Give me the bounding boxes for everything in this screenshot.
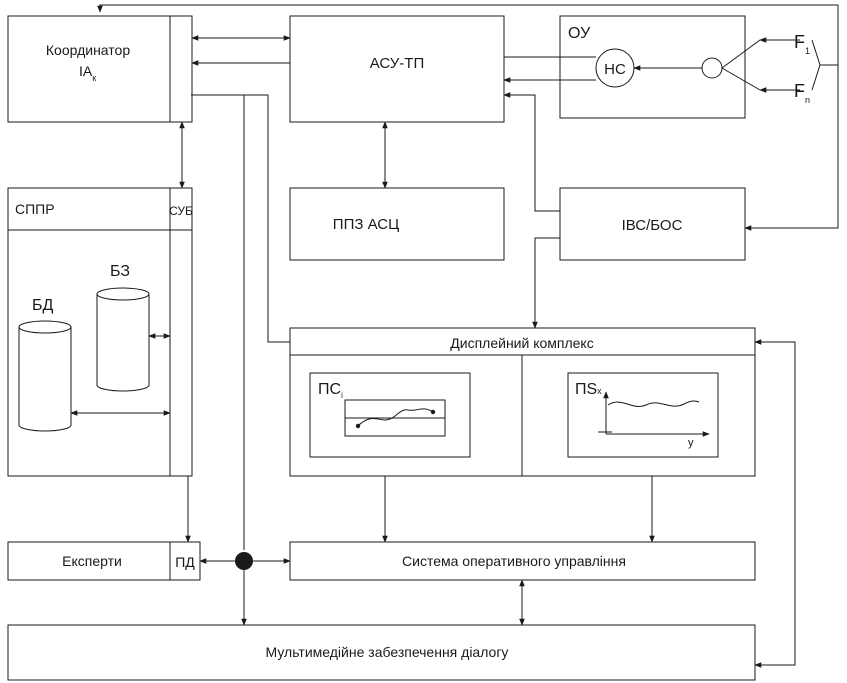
sensor-node	[701, 57, 723, 79]
ivs-bos-block	[559, 187, 746, 261]
sppr-block	[7, 187, 193, 477]
ppz-asc-block	[289, 187, 505, 261]
display-complex-label: Дисплейний комплекс	[450, 335, 593, 351]
f1-label: F1	[794, 32, 810, 56]
pd-label: ПД	[175, 554, 195, 570]
asu-tp-label: АСУ-ТП	[370, 55, 424, 72]
ps-s-label: ПSx	[575, 381, 602, 398]
asu-tp-block	[289, 15, 505, 123]
multimedia-label: Мультимедійне забезпечення діалогу	[266, 644, 509, 660]
ps-s-trend-line	[607, 400, 700, 407]
coordinator-label: Координатор	[46, 42, 130, 58]
ps-i-trend-line	[357, 408, 434, 427]
bd-cylinder	[18, 320, 72, 432]
ps-i-label: ПСi	[318, 381, 343, 400]
sub-label: СУБ	[169, 204, 193, 218]
hc-label: НС	[604, 61, 626, 78]
ps-i-panel	[309, 372, 471, 458]
sppr-label: СППР	[15, 201, 55, 217]
f-brace	[811, 39, 821, 91]
bz-label: БЗ	[110, 263, 130, 280]
axis-y-label: y	[688, 437, 694, 449]
bz-cylinder	[96, 287, 150, 392]
ivs-bos-label: IВС/БОС	[622, 217, 683, 234]
ou-label: ОУ	[568, 25, 591, 42]
coordinator-block	[7, 15, 193, 123]
ps-s-panel	[567, 372, 719, 458]
coordinator-ia-label: IAк	[79, 63, 96, 83]
bd-label: БД	[32, 297, 54, 314]
experts-label: Експерти	[62, 553, 122, 569]
ou-block	[559, 15, 746, 119]
operational-control-label: Система оперативного управління	[402, 553, 626, 569]
fn-label: Fn	[794, 81, 810, 105]
junction-node	[235, 552, 253, 570]
ps-i-point-start	[355, 423, 361, 429]
ps-i-point-end	[430, 409, 436, 415]
ppz-asc-label: ППЗ АСЦ	[333, 216, 399, 233]
